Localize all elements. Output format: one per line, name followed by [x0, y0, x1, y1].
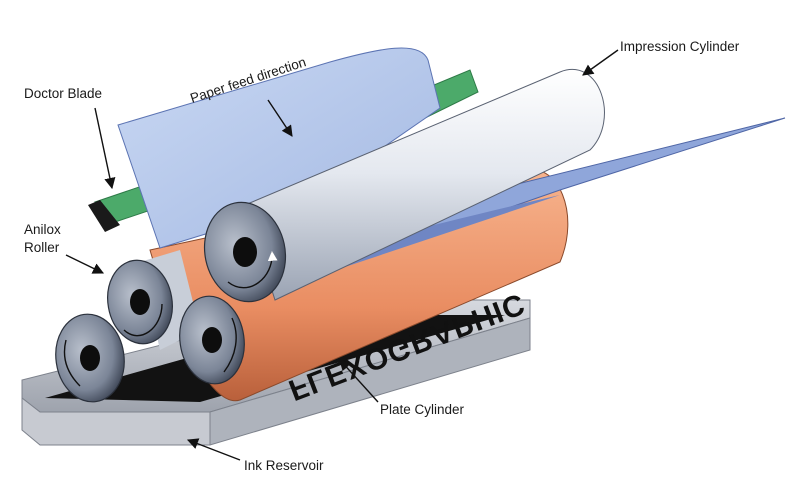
impression-cylinder: [203, 69, 605, 303]
anilox-roller-label-line1: Anilox: [24, 222, 61, 237]
impression-cylinder-label: Impression Cylinder: [620, 39, 740, 54]
ink-reservoir-label: Ink Reservoir: [244, 458, 324, 473]
fountain-roller: [55, 313, 125, 403]
anilox-roller-label-line2: Roller: [24, 240, 60, 255]
ink-reservoir-pointer: [186, 438, 241, 461]
plate-cylinder-pointer: [339, 359, 379, 403]
impression-cylinder-pointer: [582, 49, 619, 76]
paper-feed-direction-arrow: [267, 99, 293, 137]
doctor-blade-label: Doctor Blade: [24, 86, 102, 101]
plate-cylinder-end: [179, 295, 245, 385]
plate-cylinder-label: Plate Cylinder: [380, 402, 465, 417]
anilox-roller-pointer: [65, 254, 105, 274]
doctor-blade-pointer: [94, 107, 116, 190]
